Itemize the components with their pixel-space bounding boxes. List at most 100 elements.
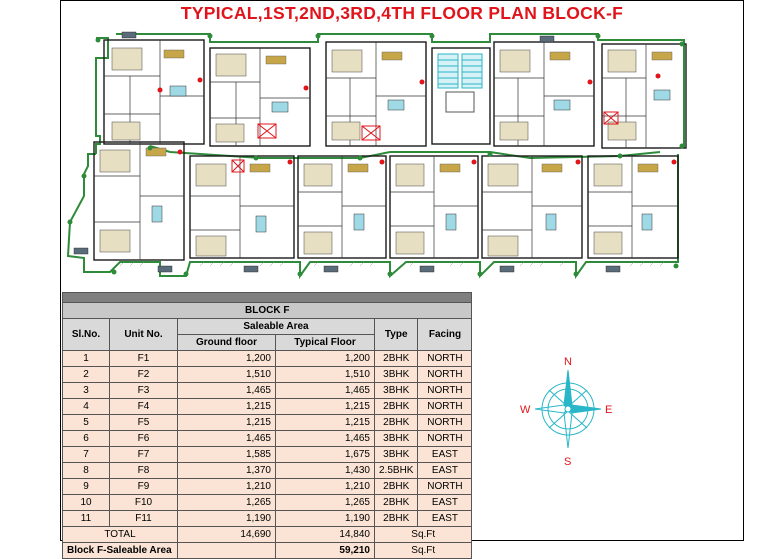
compass-rose-icon: [534, 369, 602, 449]
row-type: 3BHK: [373, 446, 419, 463]
row-type: 2BHK: [373, 510, 419, 527]
row-facing: NORTH: [417, 382, 473, 399]
row-ground-area: 1,465: [177, 430, 276, 447]
plan-title: TYPICAL,1ST,2ND,3RD,4TH FLOOR PLAN BLOCK…: [180, 3, 624, 23]
row-sl-no: 4: [62, 398, 110, 415]
row-typical-area: 1,200: [275, 350, 375, 367]
interior-partitions: [94, 40, 678, 260]
total-typical: 14,840: [275, 526, 375, 543]
row-sl-no: 2: [62, 366, 110, 383]
row-facing: EAST: [417, 446, 473, 463]
row-sl-no: 7: [62, 446, 110, 463]
col-header-unit-no: Unit No.: [109, 318, 178, 351]
row-ground-area: 1,200: [177, 350, 276, 367]
col-header-sl-no: Sl.No.: [62, 318, 110, 351]
row-typical-area: 1,265: [275, 494, 375, 511]
total-label: TOTAL: [62, 526, 178, 543]
row-ground-area: 1,465: [177, 382, 276, 399]
row-typical-area: 1,465: [275, 430, 375, 447]
compass-n-label: N: [564, 356, 572, 368]
dining-tables: [151, 85, 671, 233]
row-ground-area: 1,210: [177, 478, 276, 495]
row-ground-area: 1,265: [177, 494, 276, 511]
compass-s-label: S: [564, 456, 571, 467]
row-facing: NORTH: [417, 414, 473, 431]
row-sl-no: 1: [62, 350, 110, 367]
block-f-area-table: BLOCK F Sl.No. Unit No. Saleable Area Ty…: [61, 292, 473, 559]
total-unit: Sq.Ft: [373, 526, 473, 543]
total-row: TOTAL 14,690 14,840 Sq.Ft: [62, 526, 473, 543]
row-facing: EAST: [417, 494, 473, 511]
table-top-bar: [61, 292, 473, 303]
row-type: 3BHK: [373, 430, 419, 447]
compass-w-label: W: [520, 404, 531, 416]
sofa-sets: [145, 49, 673, 173]
row-typical-area: 1,510: [275, 366, 375, 383]
row-facing: NORTH: [417, 478, 473, 495]
row-unit-no: F8: [109, 462, 178, 479]
row-ground-area: 1,215: [177, 414, 276, 431]
row-facing: NORTH: [417, 366, 473, 383]
saleable-label: Block F-Saleable Area: [62, 542, 178, 559]
row-typical-area: 1,215: [275, 414, 375, 431]
row-type: 2.5BHK: [373, 462, 419, 479]
building-walls: [93, 39, 687, 261]
row-type: 2BHK: [373, 414, 419, 431]
row-facing: NORTH: [417, 430, 473, 447]
row-type: 2BHK: [373, 398, 419, 415]
row-unit-no: F7: [109, 446, 178, 463]
col-header-saleable-area: Saleable Area: [177, 318, 375, 335]
furniture: [99, 47, 637, 257]
row-unit-no: F1: [109, 350, 178, 367]
row-facing: NORTH: [417, 350, 473, 367]
row-unit-no: F5: [109, 414, 178, 431]
saleable-unit: Sq.Ft: [373, 542, 473, 559]
row-sl-no: 3: [62, 382, 110, 399]
saleable-blank: [177, 542, 276, 559]
row-sl-no: 6: [62, 430, 110, 447]
row-type: 2BHK: [373, 478, 419, 495]
row-sl-no: 10: [62, 494, 110, 511]
col-header-ground-floor: Ground floor: [177, 334, 276, 351]
saleable-row: Block F-Saleable Area 59,210 Sq.Ft: [62, 542, 473, 559]
row-type: 3BHK: [373, 366, 419, 383]
row-sl-no: 9: [62, 478, 110, 495]
row-typical-area: 1,190: [275, 510, 375, 527]
row-ground-area: 1,510: [177, 366, 276, 383]
row-unit-no: F6: [109, 430, 178, 447]
floor-plan-drawing: [66, 31, 687, 280]
door-markers: [157, 73, 677, 165]
col-header-typical-floor: Typical Floor: [275, 334, 375, 351]
row-unit-no: F3: [109, 382, 178, 399]
ground-hatch: [119, 261, 665, 267]
row-unit-no: F2: [109, 366, 178, 383]
row-typical-area: 1,430: [275, 462, 375, 479]
row-ground-area: 1,585: [177, 446, 276, 463]
row-type: 2BHK: [373, 494, 419, 511]
block-label: BLOCK F: [61, 302, 473, 319]
row-ground-area: 1,215: [177, 398, 276, 415]
compass-e-label: E: [605, 404, 612, 416]
staircase: [437, 53, 483, 113]
row-facing: EAST: [417, 462, 473, 479]
col-header-type: Type: [373, 318, 419, 351]
row-facing: NORTH: [417, 398, 473, 415]
row-ground-area: 1,190: [177, 510, 276, 527]
saleable-value: 59,210: [275, 542, 375, 559]
row-unit-no: F4: [109, 398, 178, 415]
total-ground: 14,690: [177, 526, 276, 543]
balcony-fixtures: [73, 31, 621, 273]
planter-dots: [67, 33, 685, 277]
row-type: 3BHK: [373, 382, 419, 399]
row-sl-no: 5: [62, 414, 110, 431]
